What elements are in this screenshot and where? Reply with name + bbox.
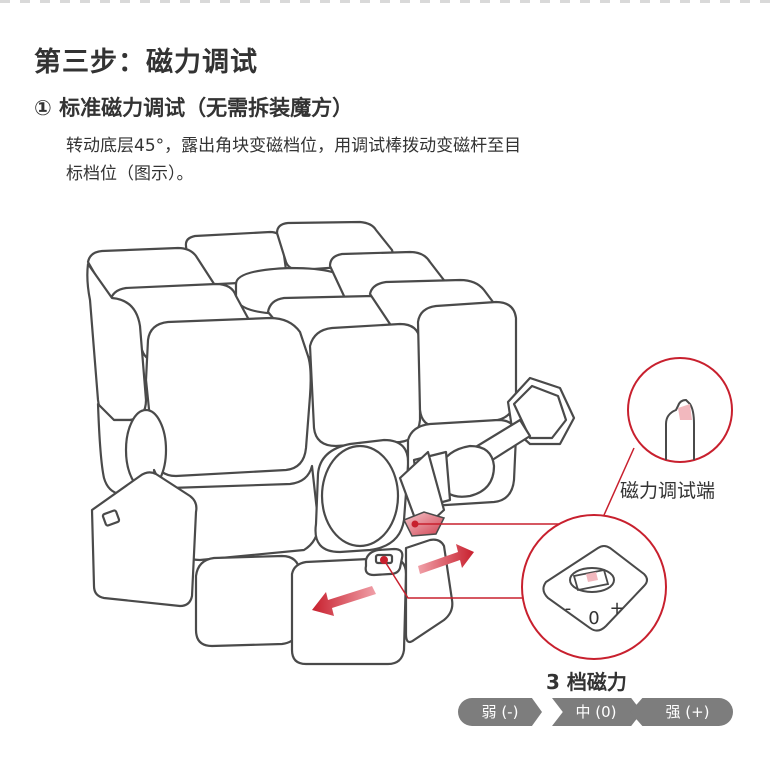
instruction-text: 转动底层45°，露出角块变磁档位，用调试棒拨动变磁杆至目 标档位（图示）。	[66, 132, 666, 188]
dial-zero-label: 0	[588, 608, 599, 629]
adjustment-tool	[398, 376, 576, 534]
magic-cube	[86, 220, 518, 666]
gear-strong: 强 (+)	[630, 698, 733, 726]
gear-medium-label: 中 (0)	[575, 703, 617, 721]
arrow-right	[418, 544, 474, 574]
tool-tip-closeup	[665, 398, 695, 460]
gear-weak: 弱 (-)	[458, 698, 542, 726]
dial-minus-label: -	[565, 598, 572, 619]
top-dashed-divider	[0, 0, 771, 3]
dial-plus-label: +	[609, 598, 624, 619]
cube-bottom-piece	[90, 471, 198, 608]
gear-weak-label: 弱 (-)	[481, 703, 519, 721]
callout-tool-tip-label: 磁力调试端	[620, 480, 716, 502]
cube-piece	[416, 300, 518, 428]
corner-magnet-switch-left	[101, 509, 121, 527]
gear-medium: 中 (0)	[552, 698, 642, 726]
section-subtitle: ① 标准磁力调试（无需拆装魔方）	[34, 96, 354, 120]
cube-piece	[308, 322, 422, 448]
arrow-left	[312, 586, 376, 616]
tool-grip	[438, 444, 496, 498]
instruction-line-2: 标档位（图示）。	[66, 164, 194, 184]
dial-lever	[572, 568, 610, 592]
gear-strong-label: 强 (+)	[665, 703, 710, 721]
rotation-arrows	[312, 544, 474, 616]
cube-bottom-piece	[194, 554, 302, 648]
cube-piece-front-corner	[144, 316, 312, 478]
cube-bottom-piece	[404, 538, 454, 644]
tool-neck	[398, 450, 446, 534]
instruction-line-1: 转动底层45°，露出角块变磁档位，用调试棒拨动变磁杆至目	[66, 136, 522, 156]
step-title: 第三步：磁力调试	[34, 47, 258, 78]
cube-bottom-piece	[290, 556, 408, 666]
callout-dial	[521, 514, 667, 660]
cube-right-center-inner	[320, 444, 400, 548]
magnet-gear-label: 3 档磁力	[546, 670, 627, 694]
switch-leader-line	[383, 559, 528, 599]
callout-tool-tip	[627, 357, 733, 463]
